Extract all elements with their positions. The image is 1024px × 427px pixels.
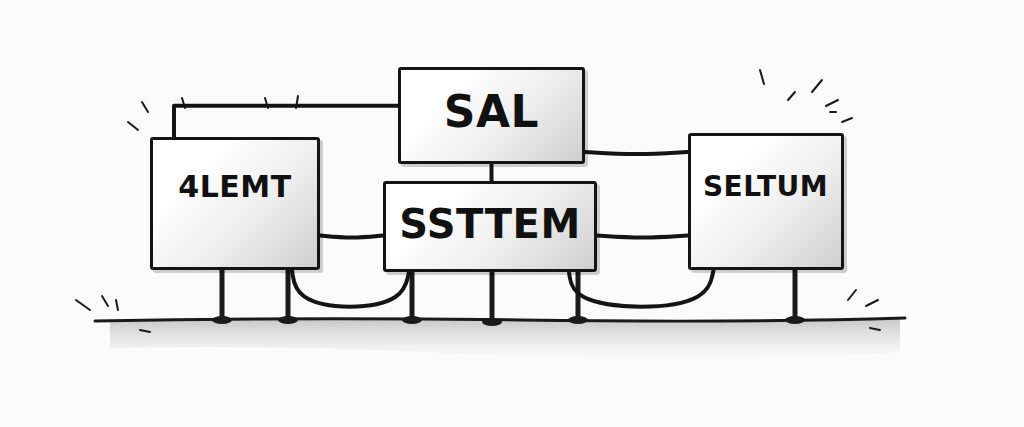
process-box: SAL (398, 67, 585, 164)
box-label: SAL (444, 88, 539, 136)
connector-wire (585, 152, 688, 154)
leg-feet (212, 316, 805, 326)
connector-wire (174, 106, 398, 137)
box-label: SSTTEM (399, 202, 580, 246)
box-label: SELTUM (703, 172, 828, 203)
connector-wire (292, 270, 409, 307)
sparkle-strokes (76, 70, 880, 332)
floor-shadow (110, 318, 900, 361)
connector-wire (569, 270, 714, 307)
connector-wire (320, 236, 383, 238)
box-label: 4LEMT (178, 170, 291, 203)
legs (222, 270, 795, 320)
process-box: SSTTEM (383, 181, 597, 272)
process-box: SELTUM (688, 133, 844, 270)
connector-wire (597, 236, 688, 238)
process-box: 4LEMT (150, 137, 320, 270)
connector-wire (490, 164, 494, 181)
